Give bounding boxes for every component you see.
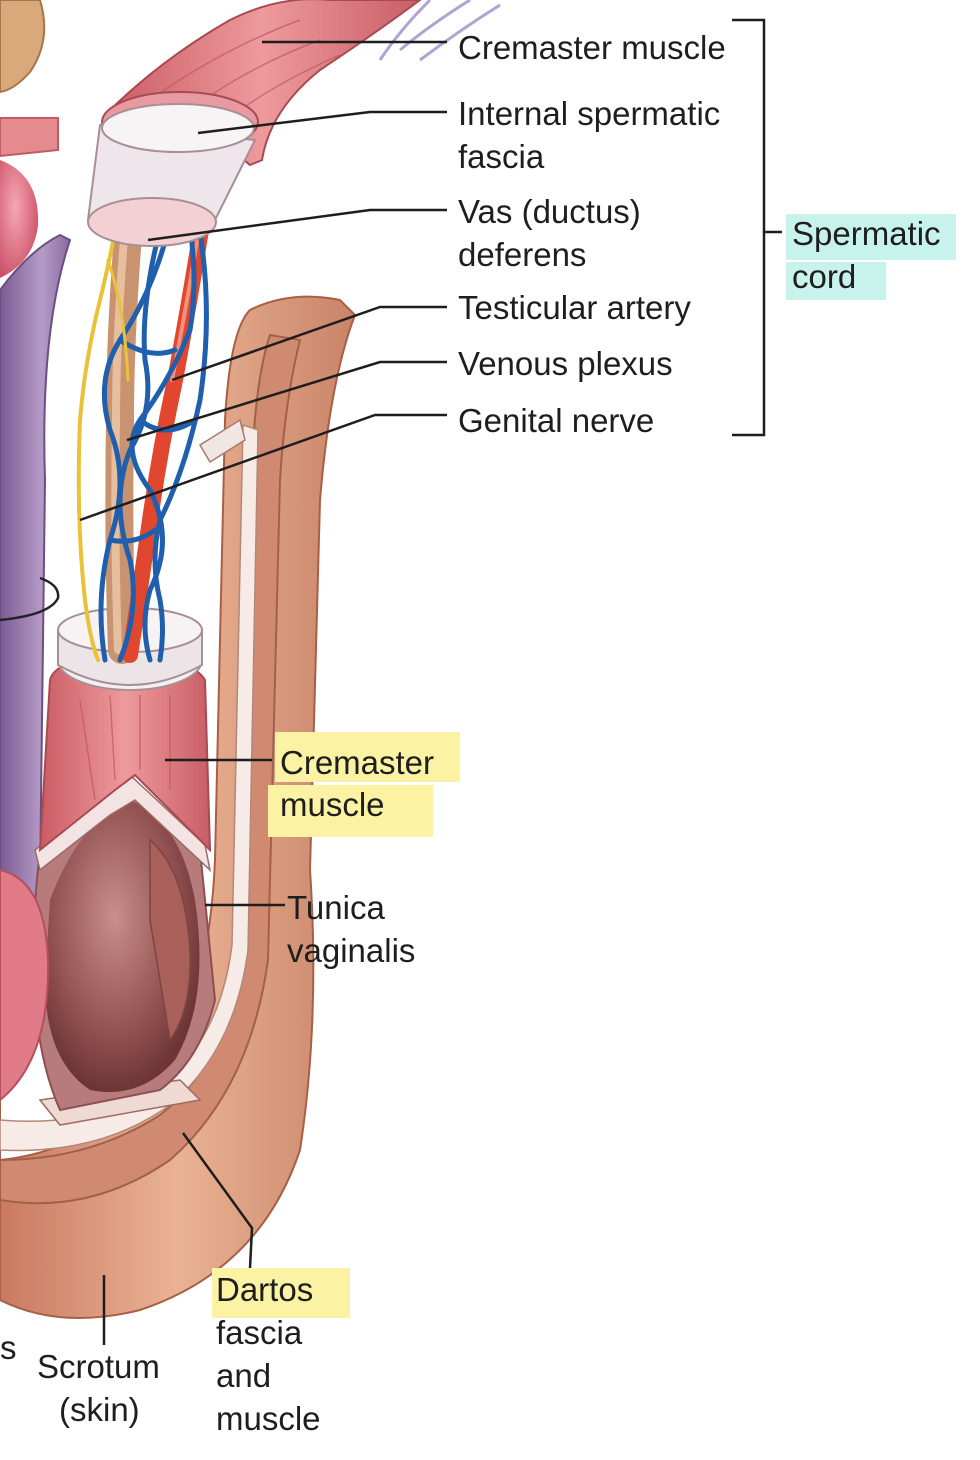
leader-testicular-artery [171, 305, 447, 382]
scrotal-wall [0, 295, 357, 1319]
leader-vas [147, 208, 447, 242]
label-testicular-artery: Testicular artery [458, 289, 691, 326]
pink-ball [0, 160, 39, 278]
label-cremaster-mid-line2: muscle [280, 786, 385, 823]
label-cremaster-muscle: Cremaster muscle [458, 29, 726, 66]
label-internal-spermatic-fascia-line2: fascia [458, 138, 545, 175]
venous-plexus [98, 197, 209, 663]
label-dartos-line4: muscle [216, 1400, 321, 1437]
label-edge-fragment: s [0, 1329, 17, 1366]
label-cremaster-mid-line1: Cremaster [280, 744, 435, 781]
nerve-branch [106, 258, 130, 382]
tan-disc [0, 0, 46, 94]
label-scrotum-line1: Scrotum [37, 1348, 160, 1385]
leader-internal-fascia [197, 110, 447, 135]
label-dartos-line3: and [216, 1357, 272, 1394]
label-dartos-line1: Dartos [216, 1271, 314, 1308]
cord-contents [76, 196, 213, 664]
highlight-spermatic-cord-2 [786, 262, 886, 300]
label-venous-plexus: Venous plexus [458, 345, 673, 382]
label-dartos-line2: fascia [216, 1314, 303, 1351]
fascia-tube-upper-top [101, 103, 255, 153]
label-vas-deferens-line1: Vas (ductus) [458, 193, 641, 230]
pink-band [0, 117, 59, 158]
highlight-dartos [212, 1268, 350, 1318]
purple-strands [378, 0, 501, 62]
label-scrotum-line2: (skin) [59, 1391, 140, 1428]
label-internal-spermatic-fascia-line1: Internal spermatic [458, 95, 721, 132]
tunica-flap [198, 418, 246, 464]
label-tunica-vaginalis-line1: Tunica [287, 889, 385, 926]
left-structures [0, 0, 72, 992]
label-tunica-vaginalis-line2: vaginalis [287, 932, 416, 969]
testis-group [0, 774, 217, 1112]
label-genital-nerve: Genital nerve [458, 402, 655, 439]
highlight-spermatic-cord-1 [786, 214, 956, 260]
bracket-spermatic-cord [732, 18, 782, 437]
highlight-cremaster-mid-2 [268, 785, 433, 837]
highlight-cremaster-mid-1 [275, 732, 460, 782]
edge-pointer-curve [0, 576, 60, 622]
leader-venous-plexus [126, 360, 447, 442]
pink-lobe [0, 868, 50, 1102]
cremaster-fibres [79, 694, 171, 801]
epididymis [149, 838, 191, 1042]
leader-lines [79, 18, 782, 1345]
label-spermatic-cord-line1: Spermatic [792, 215, 941, 252]
leader-genital-nerve [79, 413, 447, 522]
genital-nerve [76, 203, 122, 662]
label-vas-deferens-line2: deferens [458, 236, 587, 273]
leader-dartos [181, 1132, 254, 1269]
label-spermatic-cord-line2: cord [792, 258, 857, 295]
dartos-layer [0, 333, 302, 1205]
vas-deferens-highlight [111, 211, 130, 654]
